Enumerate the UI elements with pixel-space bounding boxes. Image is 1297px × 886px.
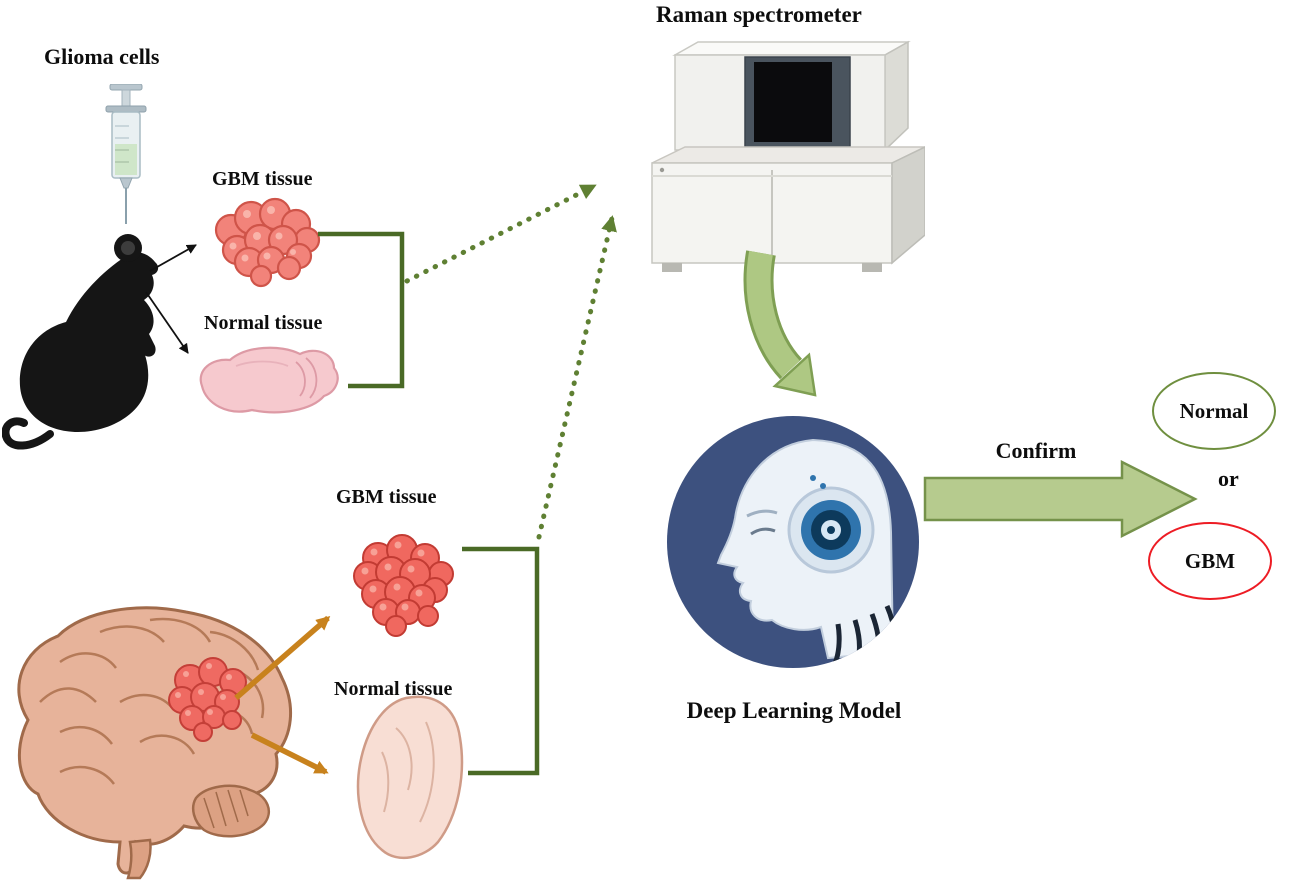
normal-tissue-mouse-icon [199,346,339,414]
dotted-arrow-human-to-raman [536,215,617,540]
syringe-icon [105,84,147,224]
gbm-tissue-human-icon [353,534,454,637]
confirm-label: Confirm [995,438,1077,463]
mouse-body [19,252,159,432]
gbm-tissue-mouse-label: GBM tissue [212,168,313,190]
raman-spectrometer-icon [651,40,925,272]
brain-cerebellum [192,784,270,838]
normal-tissue-mouse-label: Normal tissue [204,312,323,334]
normal-tissue-human-label: Normal tissue [334,678,453,700]
deep-learning-model-icon [667,416,919,668]
outcome-gbm-ellipse: GBM [1148,522,1272,600]
curved-arrow-spectrometer-to-model [743,250,817,397]
glioma-cells-label: Glioma cells [44,44,160,69]
outcome-normal-ellipse: Normal [1152,372,1276,450]
deep-learning-model-label: Deep Learning Model [686,698,902,723]
brain-icon [17,606,293,880]
robot-ear [787,486,875,574]
gbm-tissue-human-label: GBM tissue [336,486,437,508]
confirm-arrow-icon [923,459,1198,539]
raman-spectrometer-label: Raman spectrometer [656,2,862,27]
outcome-normal-label: Normal [1179,398,1249,423]
spectrometer-window [744,56,851,148]
dotted-arrow-mouse-to-raman [404,183,597,284]
outcome-gbm-label: GBM [1184,548,1236,573]
normal-tissue-human-icon [356,695,464,859]
or-label: or [1218,466,1239,491]
mouse-icon [2,234,159,450]
mouse-tail [2,417,54,450]
gbm-tissue-mouse-icon [214,197,321,288]
brain-stem [126,838,152,880]
